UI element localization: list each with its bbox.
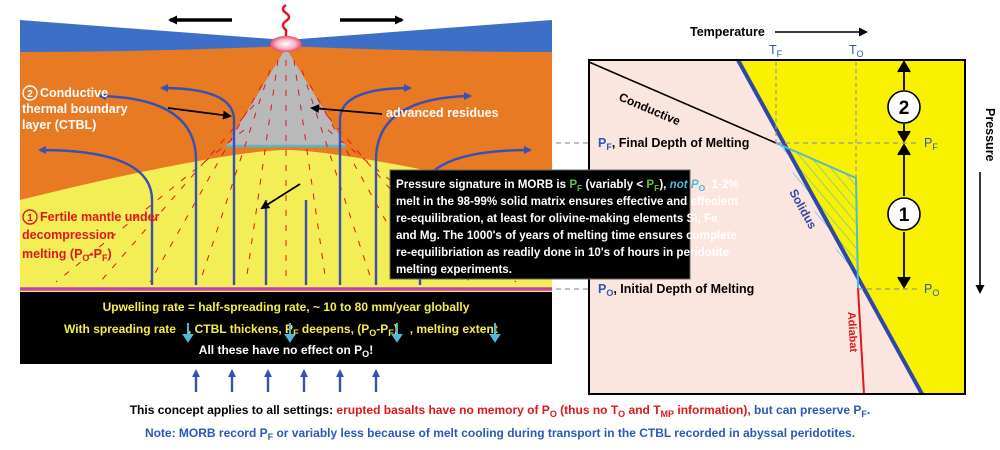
upwelling-line-3: All these have no effect on PO! bbox=[199, 343, 373, 359]
trend-arrows bbox=[182, 323, 501, 343]
ctbl-number: 2 bbox=[27, 89, 33, 100]
ctbl-interval-circle bbox=[887, 90, 921, 124]
fertile-label: 1 Fertile mantle under decompression mel… bbox=[22, 209, 160, 263]
callout-line-2: melt in the 98-99% solid matrix ensures … bbox=[396, 195, 738, 208]
residue-triangle bbox=[226, 48, 346, 146]
fertile-number: 1 bbox=[27, 213, 33, 224]
callout-line-1: Pressure signature in MORB is PF (variab… bbox=[396, 178, 739, 193]
upwelling-arrows bbox=[192, 369, 380, 392]
ctbl-label: 2 Conductive thermal boundary layer (CTB… bbox=[22, 85, 128, 132]
ctbl-label-line-3: layer (CTBL) bbox=[22, 118, 96, 132]
initial-depth-label: PO, Initial Depth of Melting bbox=[598, 282, 754, 298]
magma-chamber bbox=[270, 36, 302, 52]
melting-interval-circle bbox=[887, 197, 921, 231]
bottom-note-2: Note: MORB record PF or variably less be… bbox=[145, 426, 855, 442]
fertile-number-circle bbox=[22, 209, 38, 225]
pressure-axis-label: Pressure bbox=[983, 108, 997, 162]
fertile-label-line-2: decompression bbox=[22, 228, 114, 242]
tick-to: TO bbox=[849, 43, 864, 59]
upwelling-line-2: With spreading rate, CTBL thickens, PF d… bbox=[64, 322, 498, 338]
callout-bg bbox=[389, 169, 691, 280]
pt-subsolidus-field bbox=[589, 60, 922, 394]
upwelling-box-bg bbox=[20, 292, 552, 364]
callout-line-6: melting experiments. bbox=[396, 263, 512, 276]
upwelling-line-1: Upwelling rate = half-spreading rate, ~ … bbox=[103, 300, 470, 314]
residues-pointer-arrow bbox=[310, 104, 383, 115]
tick-po: PO bbox=[924, 282, 939, 298]
callout-line-5: re-equilibriation as readily done in 10'… bbox=[396, 246, 730, 259]
ctbl-label-line-1: Conductive bbox=[40, 86, 108, 100]
ctbl-interval-number: 2 bbox=[899, 98, 910, 119]
solidus-line bbox=[736, 59, 924, 395]
ctbl-pointer-arrow bbox=[167, 107, 232, 120]
fertile-label-line-3: melting (PO-PF) bbox=[22, 247, 112, 263]
eruption-squiggle bbox=[281, 3, 291, 36]
adiabat-label: Adiabat bbox=[845, 312, 859, 353]
melting-interval-number: 1 bbox=[899, 205, 910, 226]
fertile-pointer-arrow bbox=[260, 183, 301, 210]
depth-interval-arrows bbox=[897, 60, 911, 289]
callout-box: Pressure signature in MORB is PF (variab… bbox=[389, 169, 739, 280]
tick-tf: TF bbox=[769, 43, 783, 59]
adiabat-line bbox=[857, 287, 865, 395]
ctbl-label-line-2: thermal boundary bbox=[22, 102, 128, 116]
temperature-axis-label: Temperature bbox=[690, 25, 765, 39]
bottom-note-1: This concept applies to all settings: er… bbox=[130, 403, 871, 419]
final-depth-label: PF, Final Depth of Melting bbox=[598, 136, 749, 152]
conductive-geotherm bbox=[588, 61, 777, 144]
residues-label: advanced residues bbox=[386, 106, 499, 120]
melt-hatch-region bbox=[776, 143, 858, 288]
ocean-crust-band bbox=[20, 20, 552, 52]
upwelling-box: Upwelling rate = half-spreading rate, ~ … bbox=[20, 292, 552, 364]
fertile-label-line-1: Fertile mantle under bbox=[40, 210, 160, 224]
ctbl-number-circle bbox=[22, 85, 38, 101]
tick-pf: PF bbox=[924, 136, 938, 152]
callout-line-4: and Mg. The 1000's of years of melting t… bbox=[396, 229, 738, 242]
callout-line-3: re-equilibration, at least for olivine-m… bbox=[396, 212, 718, 225]
